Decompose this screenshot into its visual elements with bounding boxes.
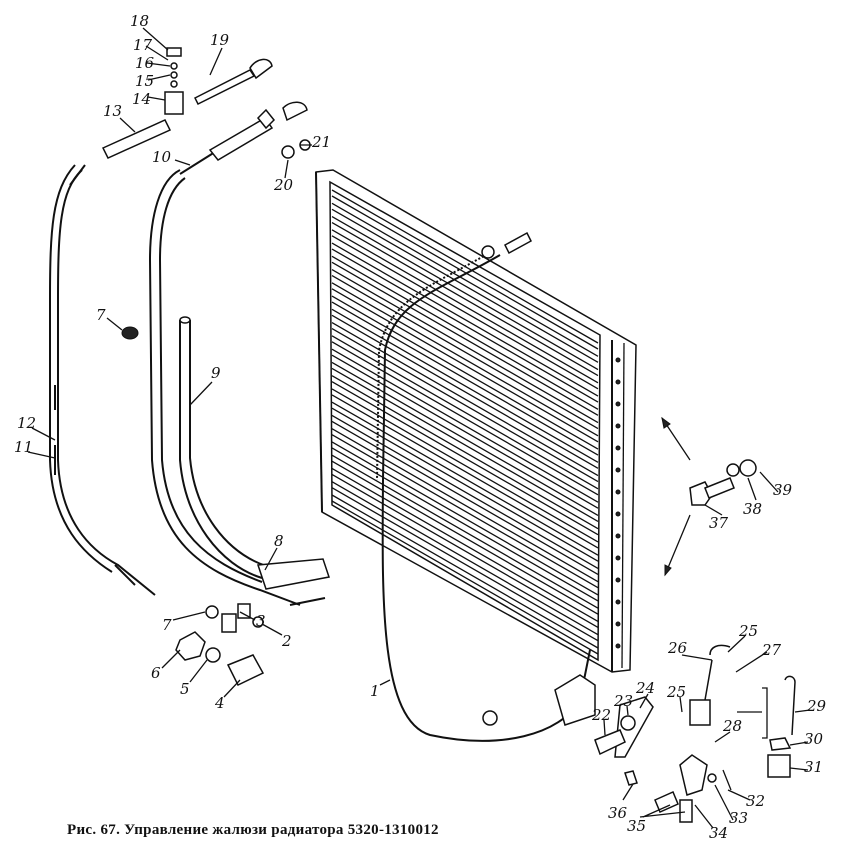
louver-blade: [331, 414, 599, 575]
label-6: 6: [151, 664, 161, 682]
label-10: 10: [152, 148, 172, 166]
rod-29: [784, 675, 796, 736]
cable-10: [148, 169, 301, 606]
cable-1: [381, 254, 591, 742]
nut-6: [175, 631, 206, 661]
radiator-shutter-assembly: [315, 169, 637, 673]
label-23: 23: [613, 692, 633, 710]
label-29: 29: [806, 697, 827, 715]
frame-hole: [615, 423, 621, 429]
louver-blade: [331, 467, 599, 629]
frame-hole: [615, 555, 621, 561]
frame-holes: [615, 357, 621, 649]
label-8: 8: [274, 532, 284, 550]
label-12: 12: [17, 414, 36, 432]
louver-blade: [331, 454, 599, 615]
label-7-bottom: 7: [162, 616, 172, 634]
part-number-labels: 18 17 16 15 14 13 19 10 21 20 7 9 12 11 …: [14, 12, 827, 842]
label-26: 26: [667, 639, 688, 657]
label-35: 35: [627, 817, 646, 835]
rod-26: [704, 644, 731, 701]
label-36: 36: [608, 804, 628, 822]
label-39: 39: [773, 481, 793, 499]
label-13: 13: [103, 102, 122, 120]
label-25-left: 25: [666, 683, 686, 701]
frame-hole: [615, 401, 621, 407]
label-19: 19: [210, 31, 230, 49]
louver-blade: [331, 308, 599, 469]
label-2: 2: [281, 632, 292, 650]
louver-blade: [331, 242, 599, 403]
label-14: 14: [132, 90, 151, 108]
label-7-top: 7: [96, 306, 106, 324]
louver-blade: [331, 348, 599, 509]
label-22: 22: [591, 706, 611, 724]
louver-blade: [331, 229, 599, 390]
louver-blade: [331, 375, 599, 536]
frame-hole: [615, 511, 621, 517]
louver-blade: [331, 481, 599, 642]
bolt-4: [226, 654, 265, 686]
frame-hole: [615, 467, 621, 473]
frame-hole: [615, 489, 621, 495]
label-27: 27: [761, 641, 782, 659]
frame-hole: [615, 533, 621, 539]
label-20: 20: [273, 176, 294, 194]
label-28: 28: [722, 717, 742, 735]
bolt-22: [594, 729, 626, 756]
louver-blade: [331, 282, 599, 443]
frame-hole: [615, 577, 621, 583]
frame-hole: [615, 357, 621, 363]
louver-blade: [331, 335, 599, 496]
label-37: 37: [709, 514, 729, 532]
label-25-right: 25: [738, 622, 758, 640]
louver-blade: [331, 494, 599, 655]
cable-11: [57, 169, 156, 596]
label-11: 11: [14, 438, 33, 456]
label-34: 34: [709, 824, 728, 842]
frame-hole: [615, 445, 621, 451]
grommet-7: [121, 326, 139, 340]
louver-blade: [331, 322, 599, 483]
label-33: 33: [729, 809, 748, 827]
figure-caption: Рис. 67. Управление жалюзи радиатора 532…: [67, 822, 439, 838]
label-31: 31: [804, 758, 823, 776]
rod-19: [193, 69, 256, 106]
louver-blade: [331, 202, 599, 363]
label-38: 38: [743, 500, 762, 518]
label-24: 24: [635, 679, 655, 697]
frame-hole: [615, 621, 621, 627]
louver-blade: [331, 295, 599, 456]
louver-blade: [331, 255, 599, 416]
label-9: 9: [211, 364, 221, 382]
label-30: 30: [804, 730, 824, 748]
louver-blade: [331, 215, 599, 377]
louver-blade: [331, 361, 599, 522]
label-5: 5: [180, 680, 190, 698]
label-32: 32: [746, 792, 765, 810]
label-3: 3: [256, 612, 266, 630]
tube-13: [101, 119, 172, 159]
label-21: 21: [311, 133, 331, 151]
label-17: 17: [133, 36, 153, 54]
louver-blade: [331, 401, 599, 562]
label-15: 15: [135, 72, 154, 90]
frame-hole: [615, 643, 621, 649]
shutter-louvers: [331, 189, 599, 655]
tee-14: [164, 91, 184, 115]
label-1: 1: [370, 682, 380, 700]
frame-hole: [615, 379, 621, 385]
louver-blade: [331, 388, 599, 549]
louver-blade: [331, 269, 599, 430]
label-4: 4: [214, 694, 225, 712]
washer-20: [281, 145, 295, 159]
frame-hole: [615, 599, 621, 605]
hose-9: [179, 320, 267, 579]
label-18: 18: [130, 12, 149, 30]
label-16: 16: [135, 54, 155, 72]
